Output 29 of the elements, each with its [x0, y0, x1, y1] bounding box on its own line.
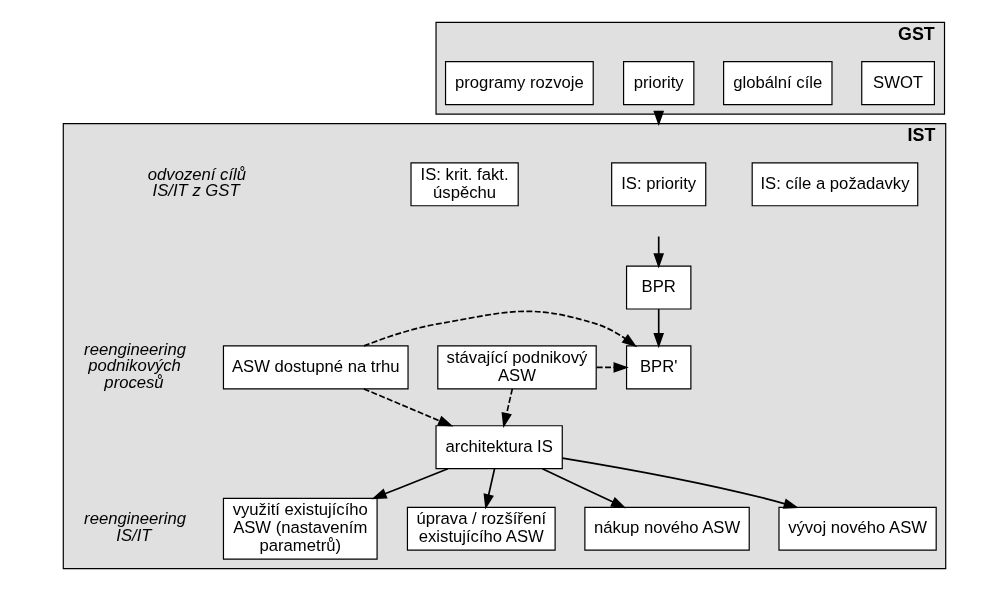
node-box: ASW dostupné na trhu [222, 345, 409, 390]
label: reengineering podnikových procesů [83, 339, 186, 392]
node-box: SWOT [860, 61, 935, 106]
arrow [370, 467, 449, 500]
arrow [541, 467, 626, 509]
node-box: IS: priority [610, 162, 706, 207]
node-box: IS: cíle a požadavky [751, 162, 918, 207]
arrow [561, 457, 799, 509]
node-box: programy rozvoje [444, 61, 594, 106]
node-box: BPR [625, 265, 691, 310]
node-box: stávající podnikový ASW [436, 345, 597, 390]
node-box: úprava / rozšíření existujícího ASW [406, 506, 556, 551]
node-box: priority [622, 61, 694, 106]
arrow [595, 362, 629, 373]
node-box: globální cíle [722, 61, 833, 106]
node-box: vývoj nového ASW [777, 506, 937, 551]
node-box: architektura IS [434, 425, 563, 470]
node-box: nákup nového ASW [583, 506, 750, 551]
arrow [501, 388, 513, 428]
node-box: BPR' [625, 345, 691, 390]
arrow [652, 308, 664, 349]
arrow [483, 467, 495, 510]
node-box: využití existujícího ASW (nastavením parametrů) [222, 497, 378, 560]
arrow [362, 310, 637, 348]
arrow [652, 235, 664, 269]
label: odvození cílů IS/IT z GST [147, 164, 246, 201]
arrow [362, 388, 453, 427]
label: reengineering IS/IT [83, 509, 186, 545]
node-box: IS: krit. fakt. úspěchu [409, 162, 519, 207]
